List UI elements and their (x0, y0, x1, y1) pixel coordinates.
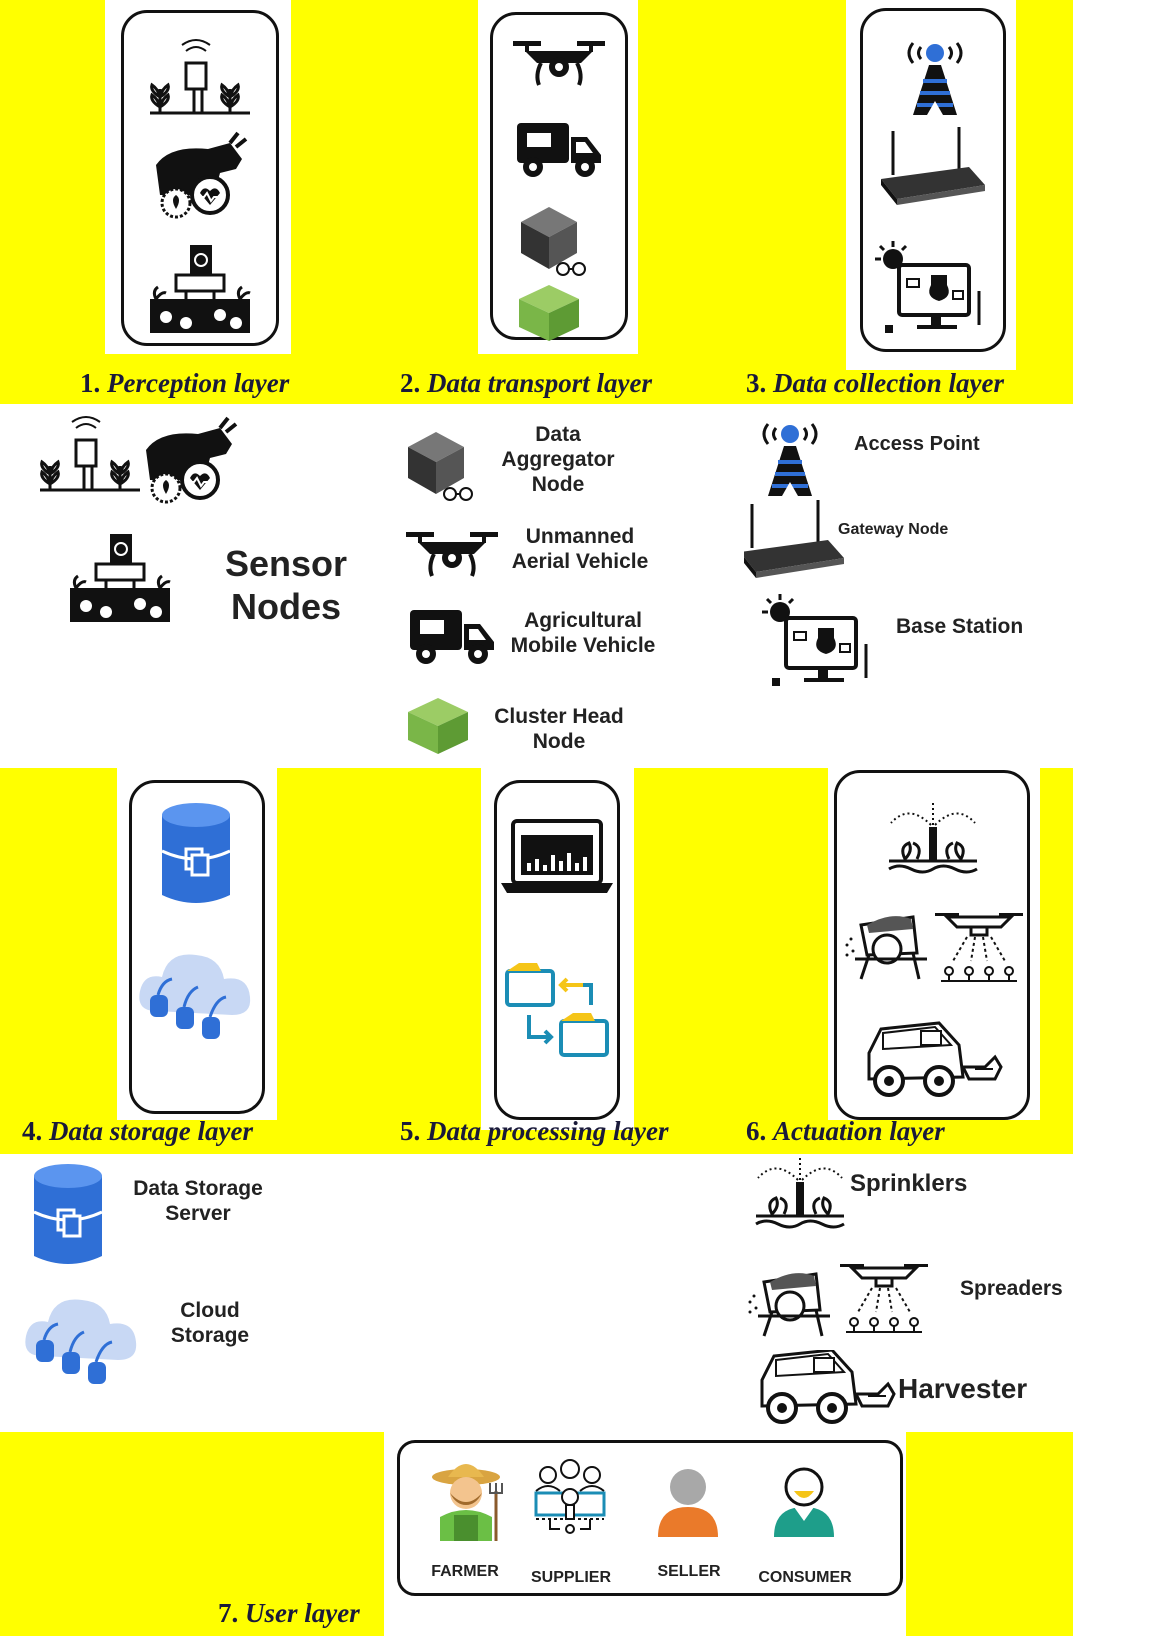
storage-card (129, 780, 265, 1114)
drone-icon (511, 39, 607, 87)
database-icon (160, 801, 232, 905)
farmer-icon (430, 1462, 504, 1543)
sprinkler-icon (887, 799, 979, 874)
harvester-detail-icon (760, 1350, 896, 1424)
laptop-analytics-icon (499, 819, 615, 895)
sensor-nodes-label: Sensor Nodes (224, 543, 348, 628)
supplier-icon (534, 1458, 606, 1535)
perception-card (121, 10, 279, 346)
sensor-group-icon (38, 415, 238, 504)
collection-card (860, 8, 1006, 352)
sprinklers-label: Sprinklers (850, 1170, 968, 1197)
actuation-card (834, 770, 1030, 1120)
data-storage-server-label: Data Storage Server (133, 1177, 263, 1226)
soil-probe-icon (148, 243, 252, 335)
spreader-cart-icon (844, 914, 929, 981)
farmer-label: FARMER (431, 1563, 499, 1580)
mobile-vehicle-icon (410, 610, 494, 664)
truck-icon (517, 123, 601, 177)
spray-drone-icon (933, 911, 1025, 983)
base-station-icon (760, 592, 868, 688)
spray-drone-detail-icon (838, 1262, 930, 1334)
caption-user-layer: 7. User layer (218, 1598, 360, 1628)
access-point-tower-icon (907, 41, 963, 117)
harvester-label: Harvester (898, 1373, 1028, 1404)
aggregator-cube-icon (520, 206, 586, 276)
caption-processing-layer: 5. Data processing layer (400, 1116, 669, 1146)
cluster-head-cube-icon (519, 285, 579, 341)
aggregator-node-label: Data Aggregator Node (501, 423, 615, 497)
seller-icon (658, 1469, 718, 1537)
harvester-icon (867, 1021, 1003, 1097)
folder-transfer-icon (505, 961, 609, 1057)
base-station-label: Base Station (896, 615, 1024, 638)
caption-transport-layer: 2. Data transport layer (400, 368, 653, 398)
user-card: FARMER SUPPLIER SELLER CONSUMER (397, 1440, 903, 1596)
transport-card (490, 12, 628, 341)
caption-collection-layer: 3. Data collection layer (746, 368, 1004, 398)
mobile-vehicle-label: Agricultural Mobile Vehicle (510, 609, 656, 658)
supplier-label: SUPPLIER (530, 1569, 611, 1586)
plant-sensor-icon (148, 38, 252, 115)
access-point-icon (762, 422, 818, 498)
caption-storage-layer: 4. Data storage layer (22, 1116, 253, 1146)
cluster-head-icon (408, 698, 468, 754)
cluster-head-label: Cluster Head Node (494, 705, 624, 754)
spreader-cart-detail-icon (748, 1271, 832, 1338)
data-storage-server-icon (32, 1162, 104, 1266)
consumer-icon (772, 1467, 836, 1539)
cloud-storage-icon (137, 952, 252, 1041)
processing-card (494, 780, 620, 1120)
uav-label: Unmanned Aerial Vehicle (511, 525, 649, 574)
soil-probe-sensor-icon (68, 532, 172, 624)
aggregator-node-icon (407, 431, 473, 501)
gateway-node-label: Gateway Node (838, 521, 949, 538)
access-point-label: Access Point (854, 433, 980, 455)
gateway-node-icon (744, 500, 844, 580)
cow-health-monitor-icon (154, 131, 248, 219)
cloud-storage-detail-icon (23, 1297, 138, 1386)
sprinkler-detail-icon (754, 1154, 846, 1229)
caption-actuation-layer: 6. Actuation layer (746, 1116, 945, 1146)
uav-icon (404, 530, 500, 578)
consumer-label: CONSUMER (758, 1569, 852, 1586)
router-icon (879, 125, 987, 207)
spreaders-label: Spreaders (960, 1277, 1063, 1300)
seller-label: SELLER (657, 1563, 721, 1580)
cloud-storage-label: Cloud Storage (170, 1299, 250, 1348)
base-station-monitor-icon (873, 239, 981, 335)
caption-perception-layer: 1. Perception layer (80, 368, 290, 398)
